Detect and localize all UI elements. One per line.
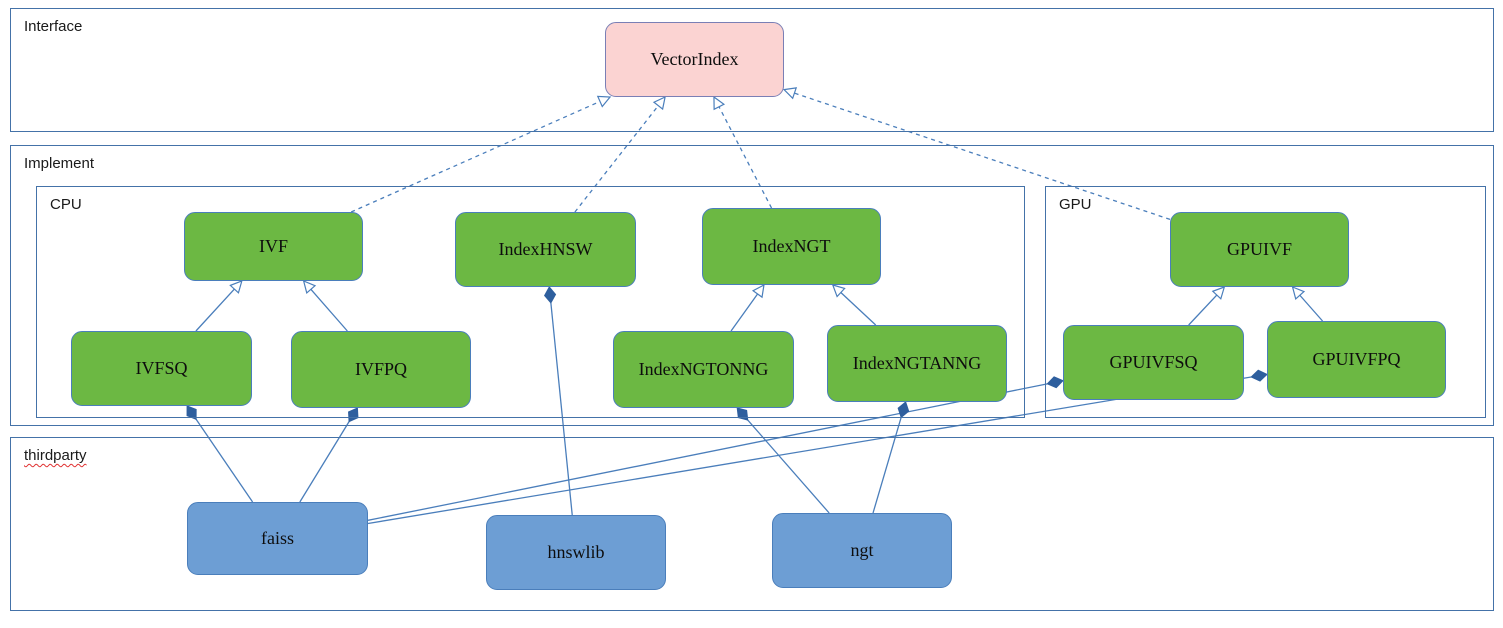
- group-frame-thirdparty: [10, 437, 1494, 611]
- class-node-gpuivf[interactable]: GPUIVF: [1170, 212, 1349, 287]
- class-node-indexhnsw[interactable]: IndexHNSW: [455, 212, 636, 287]
- class-node-label: ngt: [850, 539, 874, 560]
- class-node-label: GPUIVF: [1226, 238, 1292, 259]
- class-node-ivf[interactable]: IVF: [184, 212, 363, 281]
- class-node-ivfpq[interactable]: IVFPQ: [291, 331, 471, 408]
- class-node-label: IVFPQ: [354, 358, 407, 379]
- class-node-label: hnswlib: [547, 541, 605, 562]
- class-node-label: IndexNGTANNG: [852, 352, 982, 373]
- class-node-hnswlib[interactable]: hnswlib: [486, 515, 666, 590]
- class-node-label: IVF: [258, 235, 288, 256]
- group-frame-gpu: [1045, 186, 1486, 418]
- class-node-label: VectorIndex: [650, 48, 739, 69]
- class-node-gpuivfsq[interactable]: GPUIVFSQ: [1063, 325, 1244, 400]
- class-node-faiss[interactable]: faiss: [187, 502, 368, 575]
- class-node-label: IndexNGT: [752, 235, 831, 256]
- class-node-indexngtanng[interactable]: IndexNGTANNG: [827, 325, 1007, 402]
- group-label-gpu: GPU: [1059, 196, 1092, 213]
- class-node-label: IndexNGTONNG: [638, 358, 769, 379]
- class-node-gpuivfpq[interactable]: GPUIVFPQ: [1267, 321, 1446, 398]
- group-label-thirdparty: thirdparty: [24, 447, 87, 464]
- class-node-indexngtonng[interactable]: IndexNGTONNG: [613, 331, 794, 408]
- group-frame-interface: [10, 8, 1494, 132]
- group-label-implement: Implement: [24, 155, 95, 172]
- class-node-ivfsq[interactable]: IVFSQ: [71, 331, 252, 406]
- class-node-label: faiss: [261, 527, 294, 548]
- class-node-label: IndexHNSW: [498, 238, 593, 259]
- class-node-ngt[interactable]: ngt: [772, 513, 952, 588]
- class-node-label: GPUIVFPQ: [1312, 348, 1401, 369]
- group-label-interface: Interface: [24, 18, 83, 35]
- group-frame-implement: [10, 145, 1494, 426]
- class-node-indexngt[interactable]: IndexNGT: [702, 208, 881, 285]
- class-node-vectorindex[interactable]: VectorIndex: [605, 22, 784, 97]
- group-frame-cpu: [36, 186, 1025, 418]
- class-node-label: IVFSQ: [135, 357, 188, 378]
- group-label-cpu: CPU: [50, 196, 82, 213]
- class-node-label: GPUIVFSQ: [1109, 351, 1198, 372]
